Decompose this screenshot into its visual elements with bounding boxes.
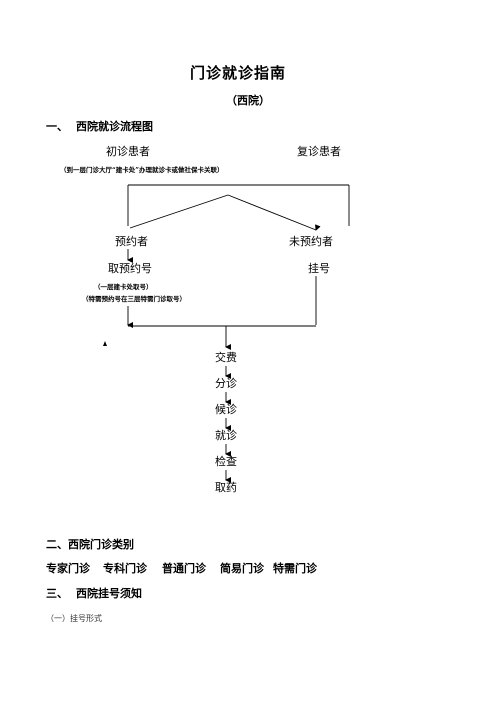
subsection-1: （一）挂号形式 — [46, 614, 102, 623]
flow-unreserved: 未预约者 — [289, 235, 333, 248]
flow-step-pharmacy: 取药 — [215, 481, 237, 494]
section-1-title: 西院就诊流程图 — [76, 120, 153, 133]
flow-reserved: 预约者 — [115, 235, 148, 248]
flow-get-number: 取预约号 — [108, 262, 152, 275]
page-title: 门诊就诊指南 — [190, 64, 287, 82]
flow-first-note: （到一层门诊大厅“建卡处”办理就诊卡或做社保卡关联） — [60, 166, 224, 174]
flow-get-note-1: （一层建卡处取号） — [94, 283, 153, 291]
small-up-triangle — [103, 341, 107, 346]
flow-step-exam: 检查 — [215, 455, 237, 468]
split-left-branch — [129, 194, 229, 229]
section-1-number: 一、 — [46, 120, 68, 133]
flow-step-wait: 候诊 — [215, 403, 237, 416]
flow-first-visit: 初诊患者 — [106, 145, 150, 158]
flow-step-triage: 分诊 — [215, 377, 237, 390]
category-specialty: 专科门诊 — [103, 562, 147, 575]
category-general: 普通门诊 — [162, 562, 206, 575]
section-2-title: 二、西院门诊类别 — [46, 538, 134, 551]
flow-step-consult: 就诊 — [215, 429, 237, 442]
page-subtitle: （西院） — [226, 94, 270, 107]
flow-return-visit: 复诊患者 — [297, 145, 341, 158]
category-vip: 特需门诊 — [273, 562, 317, 575]
flow-register: 挂号 — [308, 262, 330, 275]
category-simple: 简易门诊 — [220, 562, 264, 575]
section-3-number: 三、 — [46, 587, 68, 600]
section-3-title: 西院挂号须知 — [76, 587, 142, 600]
category-expert: 专家门诊 — [46, 562, 90, 575]
flow-step-pay: 交费 — [215, 351, 237, 364]
split-right-branch — [227, 194, 321, 231]
flow-get-note-2: （特需预约号在三层特需门诊取号） — [82, 295, 186, 303]
